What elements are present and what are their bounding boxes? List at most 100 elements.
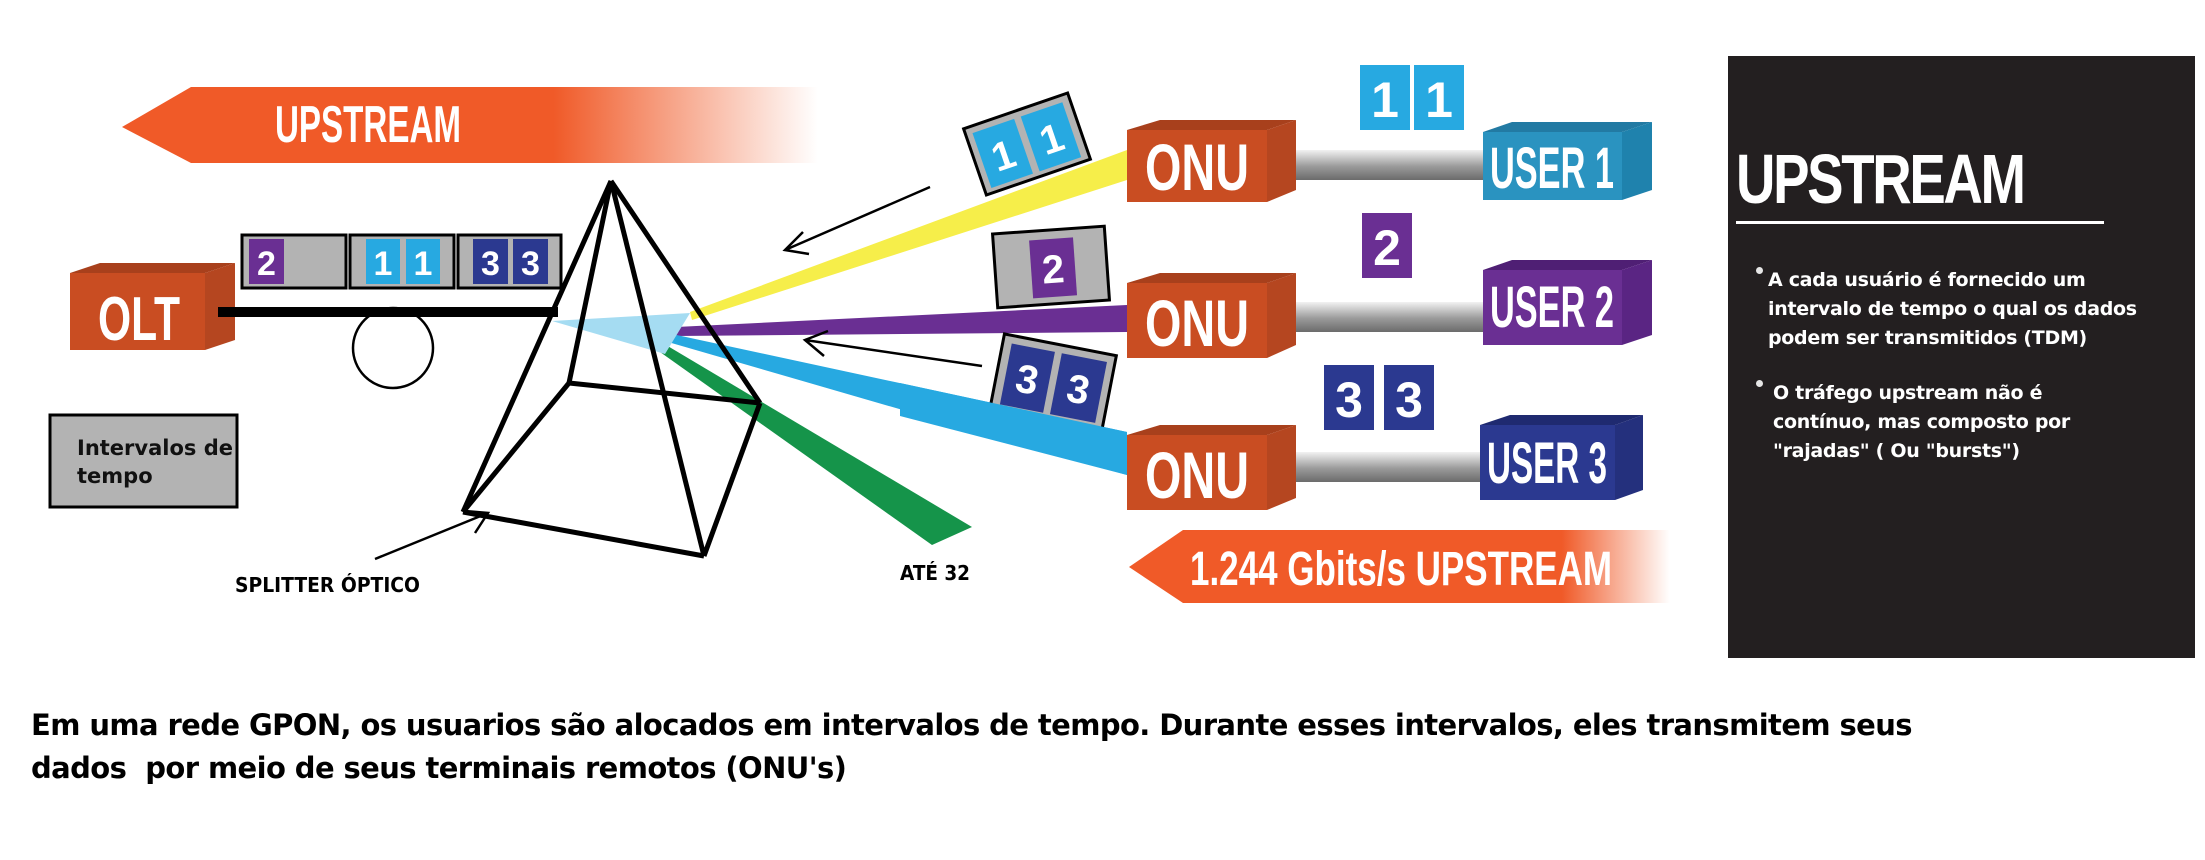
user-slot (1384, 365, 1434, 430)
timeslot-legend-box: Intervalos de tempo (48, 413, 239, 509)
upstream-arrow-shape (122, 87, 818, 163)
pyramid-edge (608, 180, 707, 557)
user-slots-1: 1 1 (1360, 65, 1464, 130)
olt-top-face (70, 263, 235, 273)
onu-side-face (1267, 120, 1296, 202)
timeslot-slot (513, 239, 548, 284)
packet-user-2: 2 (990, 224, 1112, 310)
onu-top-face (1127, 273, 1296, 283)
fiber-timeslots: 2 1 1 3 3 (240, 233, 563, 290)
user-slot (1414, 65, 1464, 130)
user-label: USER 2 (1490, 275, 1614, 340)
onu-top-face (1127, 425, 1296, 435)
caption: Em uma rede GPON, os usuarios são alocad… (31, 704, 1931, 790)
pyramid-edge (701, 402, 763, 557)
optical-splitter-pyramid (460, 179, 763, 559)
upstream-arrow-label: UPSTREAM (275, 96, 461, 154)
splitter-core (552, 313, 690, 354)
fiber-loop (351, 306, 435, 390)
beam-green (660, 345, 972, 545)
rate-arrow-label: 1.244 Gbits/s UPSTREAM (1190, 543, 1612, 596)
packet-user-1: 1 1 (961, 91, 1093, 197)
user-top-face (1480, 415, 1643, 425)
user-slot-number: 1 (1425, 72, 1453, 128)
arrow-left-icon (802, 329, 983, 368)
legend-frame (48, 413, 239, 509)
onu-side-face (1267, 273, 1296, 358)
onu-row-2: ONU USER 2 2 (1127, 213, 1652, 360)
bullet-line: A cada usuário é fornecido um (1768, 269, 2086, 291)
user-front-face (1483, 270, 1622, 345)
bullet-line: O tráfego upstream não é (1773, 382, 2043, 404)
bullet-line: "rajadas" ( Ou "bursts") (1773, 440, 2020, 462)
user-slot (1324, 365, 1374, 430)
user-side-face (1622, 260, 1652, 345)
packet-slot (1029, 237, 1078, 299)
bullet-dot-icon (1756, 380, 1763, 387)
max-split-label: ATÉ 32 (900, 561, 970, 585)
cable (1266, 452, 1486, 482)
onu-box: ONU (1127, 120, 1296, 204)
timeslot-group-user-1: 1 1 (348, 233, 456, 290)
fiber-line (218, 307, 558, 317)
panel-bullet: O tráfego upstream não é contínuo, mas c… (1756, 379, 2173, 466)
rate-arrow-shape (1129, 530, 1670, 603)
panel-bullet: A cada usuário é fornecido um intervalo … (1756, 266, 2178, 353)
user-slot-number: 3 (1335, 372, 1363, 428)
pyramid-edge (462, 509, 705, 559)
direction-arrows (374, 185, 983, 561)
onu-front-face (1127, 435, 1267, 510)
olt-front-face (70, 273, 205, 350)
timeslot-group-user-2: 2 (240, 233, 348, 290)
arrow-right-icon (374, 509, 491, 561)
light-beams (552, 150, 1127, 545)
onu-box: ONU (1127, 425, 1296, 512)
packet-slot (972, 118, 1033, 188)
onu-label: ONU (1145, 130, 1249, 204)
upstream-arrow: UPSTREAM (122, 87, 818, 163)
pyramid-edge (568, 380, 761, 406)
olt-box: OLT (70, 263, 235, 354)
onu-top-face (1127, 120, 1296, 130)
beam-purple (676, 305, 1127, 336)
bullet-dot-icon (1756, 267, 1763, 274)
cable (1266, 302, 1486, 332)
pyramid-edge (461, 381, 571, 514)
timeslot-number: 1 (374, 245, 393, 283)
onu-side-face (1267, 425, 1296, 510)
user-side-face (1622, 122, 1652, 200)
bullet-line: podem ser transmitidos (TDM) (1768, 327, 2087, 349)
olt-label: OLT (98, 285, 180, 354)
timeslot-number: 3 (481, 245, 500, 283)
user-box-2: USER 2 (1483, 260, 1652, 345)
user-label: USER 1 (1490, 136, 1614, 201)
upstream-info-panel: UPSTREAM A cada usuário é fornecido um i… (1728, 56, 2195, 658)
beam-yellow (690, 150, 1127, 320)
legend-label-line-2: tempo (77, 464, 153, 488)
bullet-line: intervalo de tempo o qual os dados (1768, 298, 2137, 320)
onu-front-face (1127, 283, 1267, 358)
user-slot-number: 3 (1395, 372, 1423, 428)
user-top-face (1483, 122, 1652, 132)
onu-front-face (1127, 130, 1267, 202)
splitter-label: SPLITTER ÓPTICO (235, 573, 420, 597)
olt-side-face (205, 263, 235, 350)
beam-blue-overlay (900, 383, 1127, 475)
user-slot (1362, 213, 1412, 278)
user-front-face (1480, 425, 1615, 500)
bullet-line: contínuo, mas composto por (1773, 411, 2070, 433)
user-slot-number: 2 (1373, 220, 1401, 276)
legend-label-line-1: Intervalos de (77, 436, 233, 460)
onu-row-3: ONU USER 3 3 3 (1127, 365, 1643, 512)
pyramid-edge (460, 179, 614, 514)
user-box-3: USER 3 (1480, 415, 1643, 500)
timeslot-slot (406, 239, 440, 284)
user-top-face (1483, 260, 1652, 270)
panel-title: UPSTREAM (1736, 140, 2026, 218)
onu-label: ONU (1145, 286, 1249, 360)
user-front-face (1483, 132, 1622, 200)
caption-line-2: dados por meio de seus terminais remotos… (31, 751, 847, 785)
arrow-left-icon (782, 185, 931, 256)
rate-arrow: 1.244 Gbits/s UPSTREAM (1129, 530, 1670, 603)
